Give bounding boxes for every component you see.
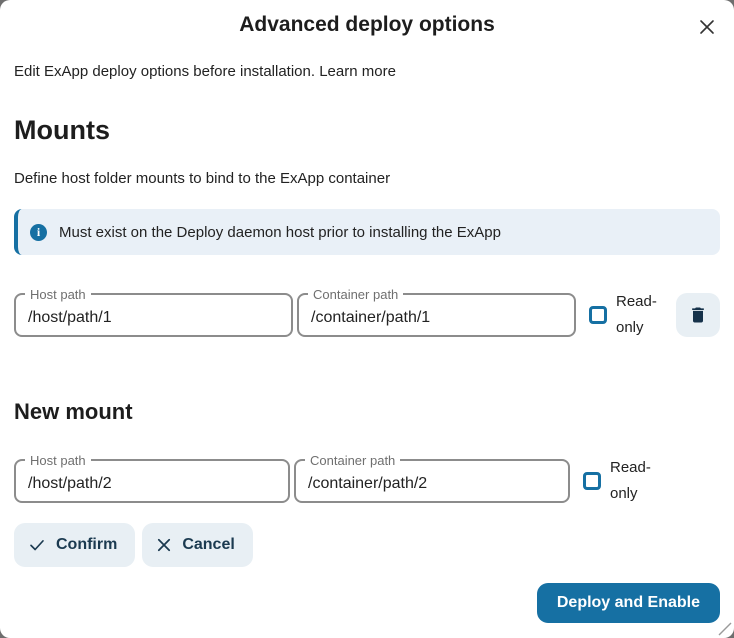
dialog-header: Advanced deploy options [0,0,734,37]
container-path-field-2: Container path [294,452,570,503]
readonly-checkbox-group-2[interactable]: Read-only [583,455,658,507]
delete-mount-button[interactable] [676,293,720,337]
check-icon [30,540,44,551]
dialog-content: Edit ExApp deploy options before install… [0,63,734,567]
confirm-button[interactable]: Confirm [14,523,136,567]
learn-more-link[interactable]: Learn more [319,63,396,80]
container-path-label-1: Container path [308,286,404,303]
cancel-label: Cancel [182,536,235,553]
new-mount-actions: Confirm Cancel [14,523,720,567]
new-mount-heading: New mount [14,399,133,424]
host-path-label-1: Host path [25,286,91,303]
mounts-heading: Mounts [14,115,110,145]
readonly-label-2: Read-only [610,459,651,502]
readonly-checkbox-group-1[interactable]: Read-only [589,289,664,341]
host-path-field-1: Host path [14,286,293,337]
dialog-title: Advanced deploy options [239,13,495,36]
readonly-checkbox-2[interactable] [583,472,601,490]
readonly-checkbox-1[interactable] [589,306,607,324]
info-banner: i Must exist on the Deploy daemon host p… [14,209,720,255]
deploy-and-enable-button[interactable]: Deploy and Enable [536,583,720,623]
subtitle-text: Edit ExApp deploy options before install… [14,63,316,80]
info-icon: i [30,223,47,241]
close-button[interactable] [688,8,726,46]
resize-grip[interactable] [717,621,733,637]
container-path-field-1: Container path [297,286,576,337]
mount-row-existing: Host path Container path Read-only [14,286,720,341]
host-path-label-2: Host path [25,452,91,469]
dialog-subtitle: Edit ExApp deploy options before install… [14,63,720,80]
mounts-description: Define host folder mounts to bind to the… [14,170,391,187]
mount-row-new: Host path Container path Read-only [14,452,658,507]
info-banner-text: Must exist on the Deploy daemon host pri… [59,223,501,241]
dialog-footer: Deploy and Enable [536,583,720,623]
close-icon [700,20,714,34]
cancel-button[interactable]: Cancel [142,523,253,567]
host-path-field-2: Host path [14,452,290,503]
x-icon [158,538,171,552]
trash-icon [692,307,704,323]
readonly-label-1: Read-only [616,293,657,336]
confirm-label: Confirm [56,536,118,553]
container-path-label-2: Container path [305,452,401,469]
